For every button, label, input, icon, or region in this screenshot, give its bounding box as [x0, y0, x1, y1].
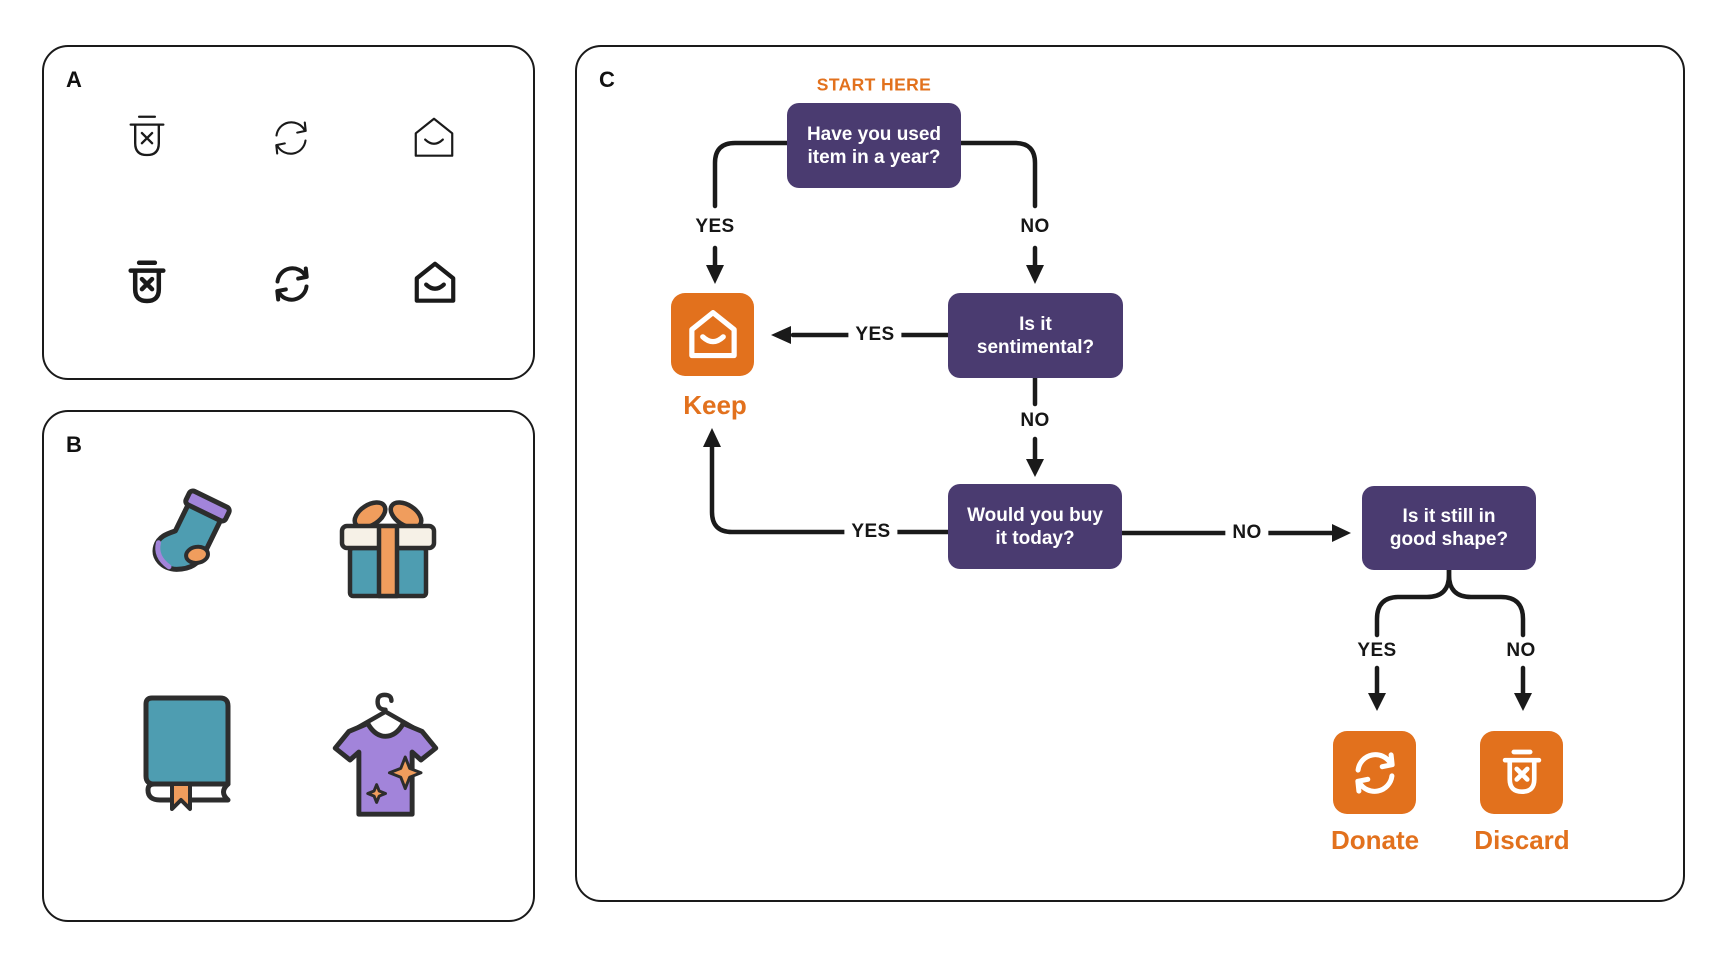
refresh-icon-light — [267, 114, 315, 162]
trash-x-icon-bold — [120, 256, 174, 310]
panel-c-label: C — [599, 67, 615, 92]
question-box-good-shape: Is it still in good shape? — [1362, 486, 1536, 570]
question-line: sentimental? — [976, 336, 1095, 358]
branch-label-q1-no: NO — [1013, 216, 1057, 238]
book-illustration — [134, 690, 246, 822]
question-line: Is it — [1019, 313, 1052, 335]
question-line: it today? — [995, 527, 1075, 549]
question-box-sentimental: Is it sentimental? — [948, 293, 1123, 378]
refresh-icon — [1347, 745, 1403, 801]
t-shirt-illustration — [322, 686, 449, 830]
question-line: good shape? — [1389, 529, 1509, 550]
panel-a: A — [42, 45, 535, 380]
panel-b-label: B — [66, 432, 82, 457]
home-smile-icon — [684, 306, 742, 364]
question-box-used-in-year: Have you used item in a year? — [787, 103, 961, 188]
gift-box-illustration — [324, 496, 452, 618]
home-smile-icon-light — [409, 113, 459, 163]
question-line: Have you used — [806, 123, 942, 145]
trash-x-icon — [1494, 745, 1550, 801]
donate-label: Donate — [1330, 825, 1420, 855]
branch-label-q4-no: NO — [1499, 640, 1543, 662]
discard-label: Discard — [1474, 825, 1570, 855]
home-smile-icon-bold — [410, 258, 460, 308]
question-line: item in a year? — [807, 146, 941, 168]
branch-label-q2-yes: YES — [848, 324, 902, 346]
branch-label-q3-no: NO — [1225, 522, 1269, 544]
branch-label-q2-no: NO — [1013, 410, 1057, 432]
refresh-icon-bold — [268, 260, 316, 308]
question-line: Is it still in — [1402, 506, 1496, 527]
donate-badge — [1333, 731, 1416, 814]
start-here-label: START HERE — [816, 74, 932, 95]
panel-b: B — [42, 410, 535, 922]
question-box-buy-today: Would you buy it today? — [948, 484, 1122, 569]
panel-a-label: A — [66, 67, 82, 92]
trash-x-icon-light — [120, 110, 174, 164]
question-line: Would you buy — [967, 504, 1103, 526]
keep-badge — [671, 293, 754, 376]
branch-label-q3-yes: YES — [844, 521, 898, 543]
branch-label-q1-yes: YES — [688, 216, 742, 238]
sock-illustration — [140, 486, 236, 618]
discard-badge — [1480, 731, 1563, 814]
branch-label-q4-yes: YES — [1350, 640, 1404, 662]
keep-label: Keep — [683, 390, 747, 420]
